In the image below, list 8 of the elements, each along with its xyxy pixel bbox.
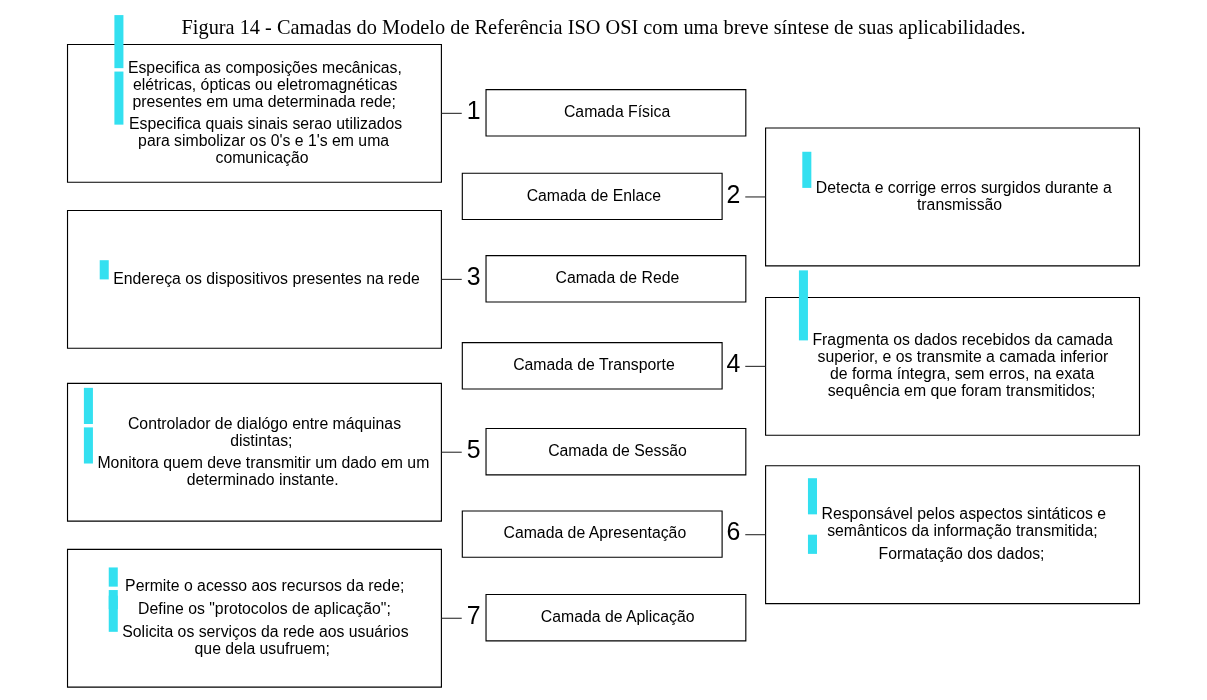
node-label: 2 (726, 180, 741, 208)
node-label: 7 (466, 602, 481, 630)
node-label: 4 (726, 350, 741, 378)
node-label: 6 (726, 518, 741, 546)
node-label: 5 (466, 435, 481, 463)
node-label: 3 (466, 263, 481, 291)
node-label: 1 (466, 97, 481, 125)
diagram-title: Figura 14 - Camadas do Modelo de Referência ISO OSI com uma breve síntese de suas aplicabilidades. (181, 15, 1026, 38)
